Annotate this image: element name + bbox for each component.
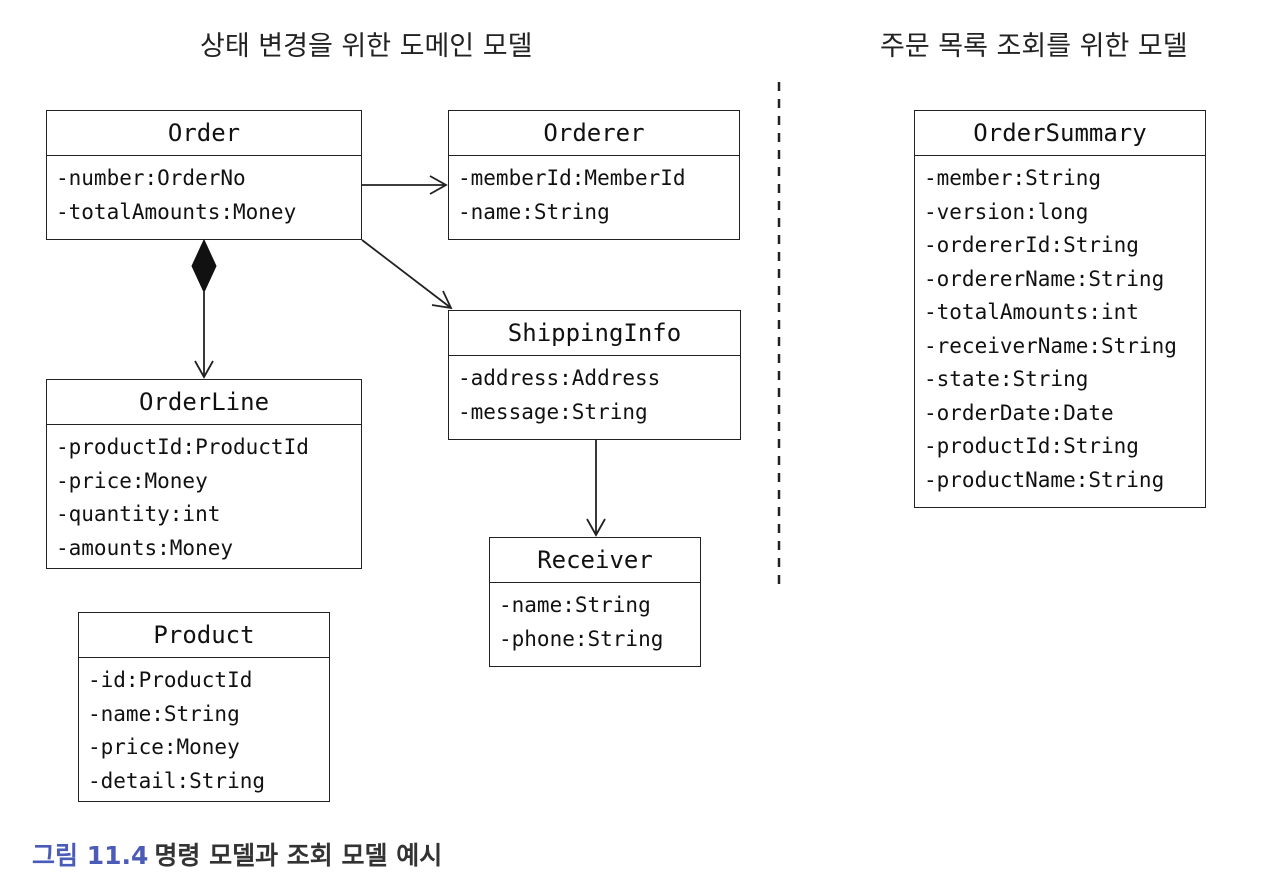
- class-name: Orderer: [449, 111, 739, 156]
- class-name: ShippingInfo: [449, 311, 740, 356]
- class-attribute: -address:Address: [458, 366, 661, 390]
- class-attribute: -productId:ProductId: [56, 435, 309, 459]
- class-shippinginfo: ShippingInfo -address:Address -message:S…: [448, 310, 741, 440]
- class-attribute: -price:Money: [88, 735, 240, 759]
- class-attribute: -totalAmounts:Money: [56, 199, 297, 224]
- class-attribute: -memberId:MemberId: [458, 166, 686, 190]
- class-name: OrderLine: [47, 380, 361, 425]
- class-attribute: -name:String: [88, 701, 240, 726]
- class-name: OrderSummary: [915, 111, 1205, 156]
- composition-order-orderline: [191, 238, 217, 379]
- association-order-orderer: [362, 175, 448, 195]
- class-attribute: -number:OrderNo: [56, 166, 246, 190]
- class-attribute: -amounts:Money: [56, 535, 234, 560]
- class-attribute: -quantity:int: [56, 502, 221, 526]
- class-attribute: -productName:String: [924, 467, 1165, 492]
- class-attribute: -name:String: [499, 593, 651, 617]
- association-shippinginfo-receiver: [586, 440, 606, 537]
- class-attribute: -name:String: [458, 199, 610, 224]
- class-attribute: -version:long: [924, 199, 1089, 224]
- class-attribute: -id:ProductId: [88, 668, 253, 692]
- class-attribute: -price:Money: [56, 468, 208, 493]
- class-attribute: -detail:String: [88, 768, 266, 793]
- figure-number: 그림 11.4: [32, 841, 149, 870]
- class-attribute: -phone:String: [499, 626, 664, 651]
- right-model-heading: 주문 목록 조회를 위한 모델: [880, 31, 1188, 62]
- class-ordersummary: OrderSummary -member:String -version:lon…: [914, 110, 1206, 508]
- class-attribute: -receiverName:String: [924, 333, 1177, 358]
- class-attribute: -member:String: [924, 166, 1102, 190]
- class-attribute: -message:String: [458, 399, 648, 424]
- class-attribute: -state:String: [924, 367, 1089, 391]
- class-attribute: -ordererName:String: [924, 266, 1165, 291]
- association-order-shippinginfo: [361, 239, 453, 310]
- class-product: Product -id:ProductId -name:String -pric…: [78, 612, 330, 802]
- class-receiver: Receiver -name:String -phone:String: [489, 537, 701, 667]
- class-attribute: -ordererId:String: [924, 233, 1139, 257]
- class-name: Receiver: [490, 538, 700, 583]
- class-orderer: Orderer -memberId:MemberId -name:String: [448, 110, 740, 240]
- class-attribute: -productId:String: [924, 434, 1139, 458]
- composition-diamond: [191, 238, 217, 294]
- class-name: Order: [47, 111, 361, 156]
- class-attribute: -totalAmounts:int: [924, 300, 1139, 324]
- class-name: Product: [79, 613, 329, 658]
- figure-caption-text: 명령 모델과 조회 모델 예시: [154, 841, 443, 870]
- left-model-heading: 상태 변경을 위한 도메인 모델: [200, 31, 533, 62]
- class-order: Order -number:OrderNo -totalAmounts:Mone…: [46, 110, 362, 240]
- class-attribute: -orderDate:Date: [924, 400, 1114, 425]
- class-orderline: OrderLine -productId:ProductId -price:Mo…: [46, 379, 362, 569]
